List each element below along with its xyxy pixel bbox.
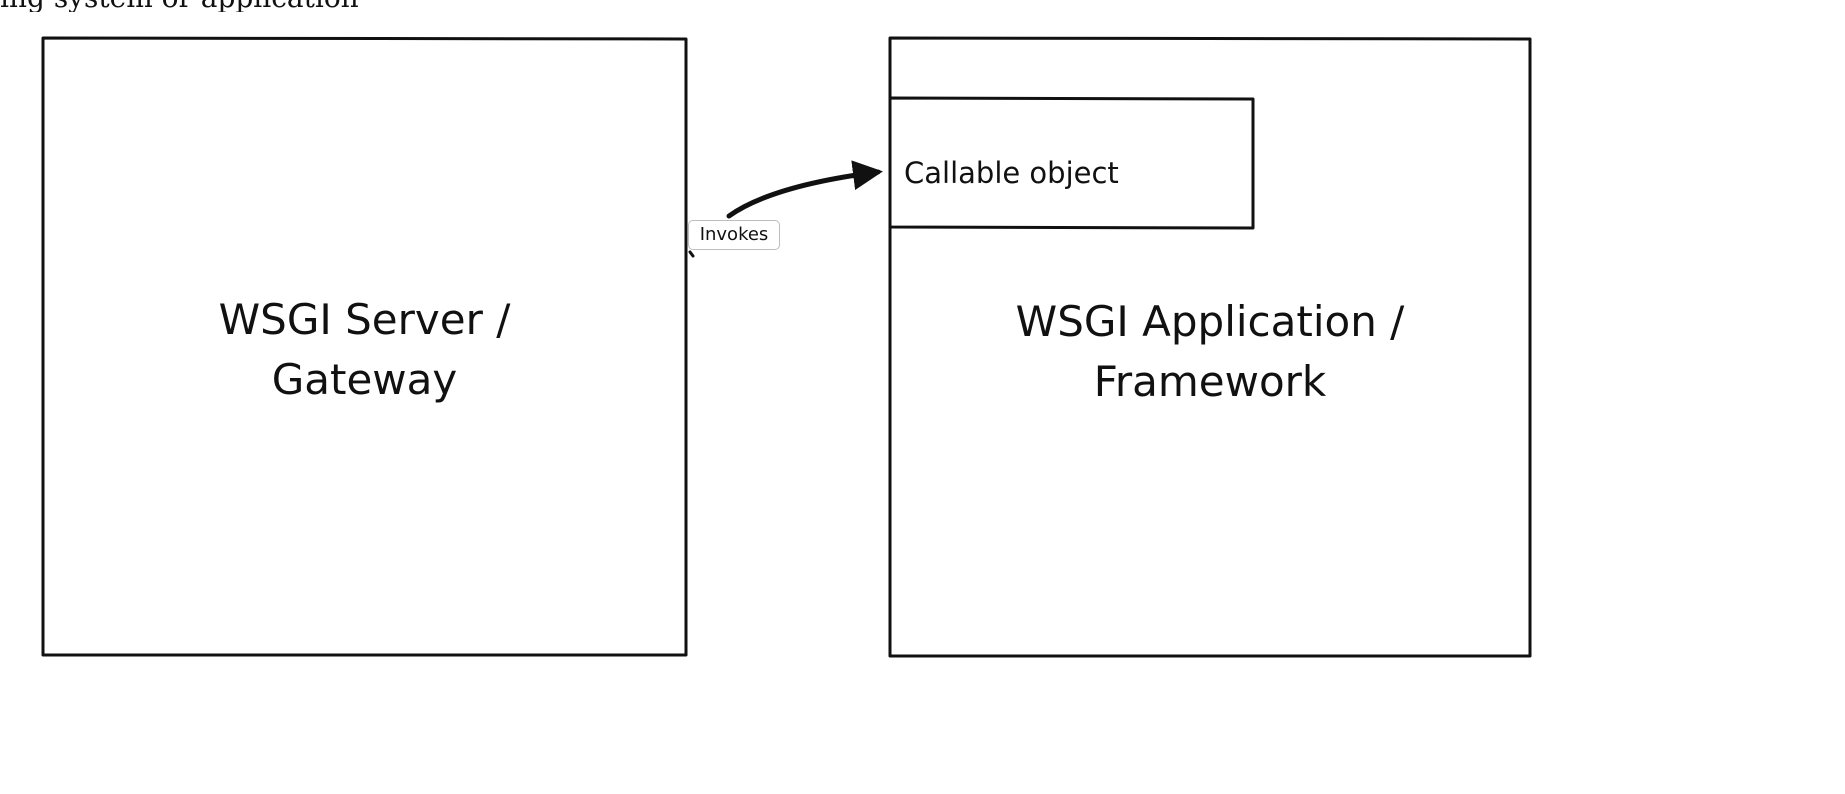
invokes-arrow-tail xyxy=(688,250,695,258)
cropped-caption-text: ing system or application xyxy=(0,0,1845,12)
server-box xyxy=(41,36,688,657)
server-box-label: WSGI Server / Gateway xyxy=(43,290,686,410)
invokes-label: Invokes xyxy=(688,220,780,250)
server-label-line1: WSGI Server / xyxy=(218,295,511,344)
invokes-arrow xyxy=(726,160,883,219)
server-label-line2: Gateway xyxy=(271,355,458,404)
application-label-line2: Framework xyxy=(1093,357,1327,406)
application-label-line1: WSGI Application / xyxy=(1015,297,1405,346)
application-box-label: WSGI Application / Framework xyxy=(890,292,1530,412)
application-box xyxy=(888,36,1532,658)
callable-object-box xyxy=(888,96,1255,230)
callable-object-label: Callable object xyxy=(904,156,1119,190)
